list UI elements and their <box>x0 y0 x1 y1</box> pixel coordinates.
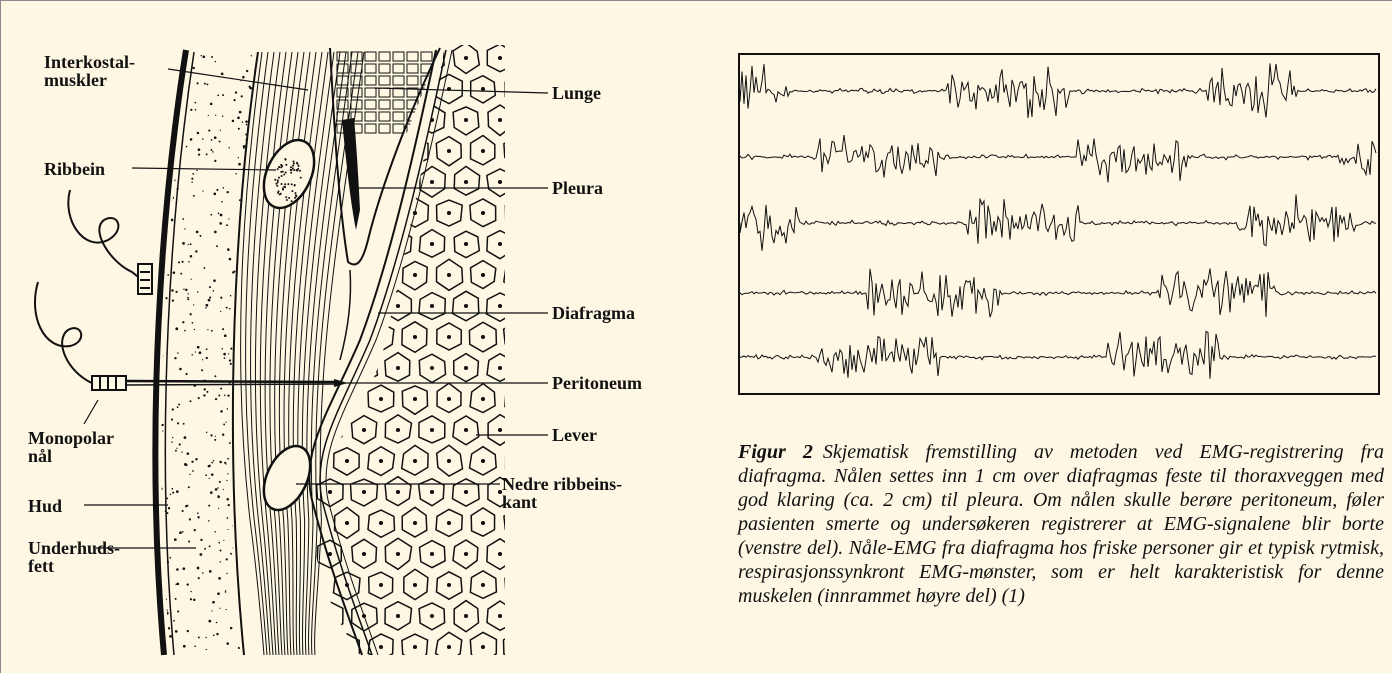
label-pleura: Pleura <box>552 179 603 197</box>
label-diafragma: Diafragma <box>552 304 635 322</box>
label-lever: Lever <box>552 426 597 444</box>
label-nedre-ribbeinskant: Nedre ribbeins- kant <box>502 475 622 511</box>
caption-text: Skjematisk fremstilling av metoden ved E… <box>738 441 1384 607</box>
pleura-line <box>340 270 351 360</box>
figure-label: Figur 2 <box>738 441 813 463</box>
skin-layer <box>155 50 186 655</box>
label-monopolar-nal: Monopolar nål <box>28 429 114 465</box>
diaphragm <box>309 50 452 655</box>
label-hud: Hud <box>28 497 62 515</box>
label-lunge: Lunge <box>552 84 601 102</box>
label-peritoneum: Peritoneum <box>552 374 642 392</box>
label-underhudsfett: Underhuds- fett <box>28 539 120 575</box>
monopolar-needle <box>35 282 344 390</box>
emg-recording-panel <box>738 53 1380 395</box>
label-interkostalmuskler: Interkostal- muskler <box>44 53 135 89</box>
surface-electrode <box>68 190 152 294</box>
rib-upper <box>254 132 324 216</box>
subcutaneous-fat <box>149 55 260 654</box>
label-ribbein: Ribbein <box>44 160 105 178</box>
